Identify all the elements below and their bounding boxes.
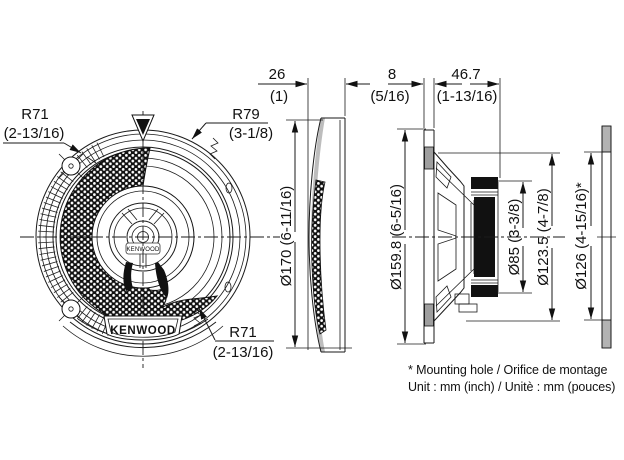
note-units: Unit : mm (inch) / Unitè : mm (pouces) xyxy=(408,380,615,394)
label-r71-top-inch: (2-13/16) xyxy=(4,125,65,142)
top-tab xyxy=(131,114,155,143)
front-view: KENWOOD KENWOOD R71 (2-13/16) R79 (3-1/8… xyxy=(3,106,280,368)
label-r79-inch: (3-1/8) xyxy=(229,125,273,142)
dim-flange-mm: 8 xyxy=(388,66,396,83)
brand-badge: KENWOOD xyxy=(103,315,183,341)
brand-badge-label: KENWOOD xyxy=(110,325,176,337)
label-r79-mm: R79 xyxy=(232,106,260,123)
dim-depth-mm: 46.7 xyxy=(451,66,480,83)
profile-front-curve xyxy=(308,117,322,353)
rim-detail xyxy=(225,182,233,194)
notes: * Mounting hole / Orifice de montage Uni… xyxy=(408,363,615,394)
dim-width-inch: (1) xyxy=(270,88,288,105)
mounting-panel: Ø126 (4-15/16)* xyxy=(573,125,616,349)
screw-bottom-left xyxy=(58,296,84,322)
profile-mesh-strip xyxy=(311,179,327,335)
dim-depth-inch: (1-13/16) xyxy=(437,88,498,105)
rim-clip-detail-top xyxy=(209,137,219,160)
label-r71-bottom-inch: (2-13/16) xyxy=(213,344,274,361)
tweeter-foot-left xyxy=(123,262,133,291)
dim-width-mm: 26 xyxy=(269,66,286,83)
tweeter-spokes xyxy=(121,208,165,268)
label-r71-top-mm: R71 xyxy=(21,106,49,123)
basket xyxy=(433,151,478,322)
profile-view: 26 (1) Ø170 (6-11/16) xyxy=(258,66,370,353)
dim-profile-diameter: Ø170 (6-11/16) xyxy=(278,186,295,287)
dim-outer-diameter: Ø159.8 (6-5/16) xyxy=(388,184,405,290)
dim-flange-inch: (5/16) xyxy=(370,88,409,105)
rim-detail xyxy=(224,281,232,293)
label-r71-bottom-mm: R71 xyxy=(229,324,257,341)
gasket-top xyxy=(424,146,434,170)
gasket-bottom xyxy=(424,303,434,327)
note-mounting-hole: * Mounting hole / Orifice de montage xyxy=(408,363,607,377)
dim-frame-diameter: Ø123.5 (4-7/8) xyxy=(535,188,552,286)
tweeter-foot-right xyxy=(155,262,169,298)
dim-magnet-diameter: Ø85 (3-3/8) xyxy=(506,199,523,276)
dim-mounting-hole-diameter: Ø126 (4-15/16)* xyxy=(573,182,590,290)
screw-top-left xyxy=(58,153,84,179)
section-view: 8 (5/16) 46.7 (1-13/16) Ø159.8 (6-5/16) … xyxy=(370,66,565,345)
